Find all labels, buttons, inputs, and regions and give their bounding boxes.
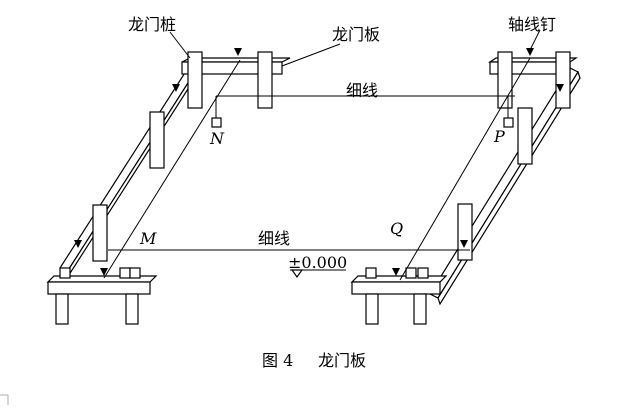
bottom-fine-line-label: 细线 [258,229,290,248]
figure-title: 龙门板 [318,351,366,370]
top-fine-line-label: 细线 [346,81,378,100]
left-side-board [59,67,196,281]
nail-icon [556,84,564,92]
top-left-board [181,57,291,75]
batter-stakes-top-left [92,51,273,262]
nail-icon [172,84,180,92]
axis-strings [103,57,531,281]
bottom-left-board-assembly [46,267,158,325]
right-fine-string [399,57,531,281]
plumb-bob-n [211,96,222,128]
plumb-bob-p [503,96,514,128]
point-p-label: P [493,127,505,146]
nail-icon [526,48,534,56]
figure-number: 图 4 [262,351,293,370]
batter-stake-label: 龙门桩 [128,15,176,34]
axis-nail-label: 轴线钉 [508,15,556,34]
nail-icon [392,268,400,276]
corner-mark [0,394,9,405]
nail-icon [460,240,468,248]
point-n-label: N [209,129,225,148]
label-leaders [169,29,541,67]
elevation-label: ±0.000 [288,253,347,272]
point-m-label: M [139,229,157,248]
bottom-right-board-assembly [350,267,448,325]
elevation-mark [290,269,346,279]
point-q-label: Q [390,219,403,238]
nail-icon [100,268,108,276]
nail-icon [74,240,82,248]
left-fine-string [103,59,241,279]
axis-nail-markers [74,48,564,276]
batter-board-label: 龙门板 [332,25,380,44]
batter-stakes-top-right [457,51,571,261]
nail-icon [234,48,242,56]
